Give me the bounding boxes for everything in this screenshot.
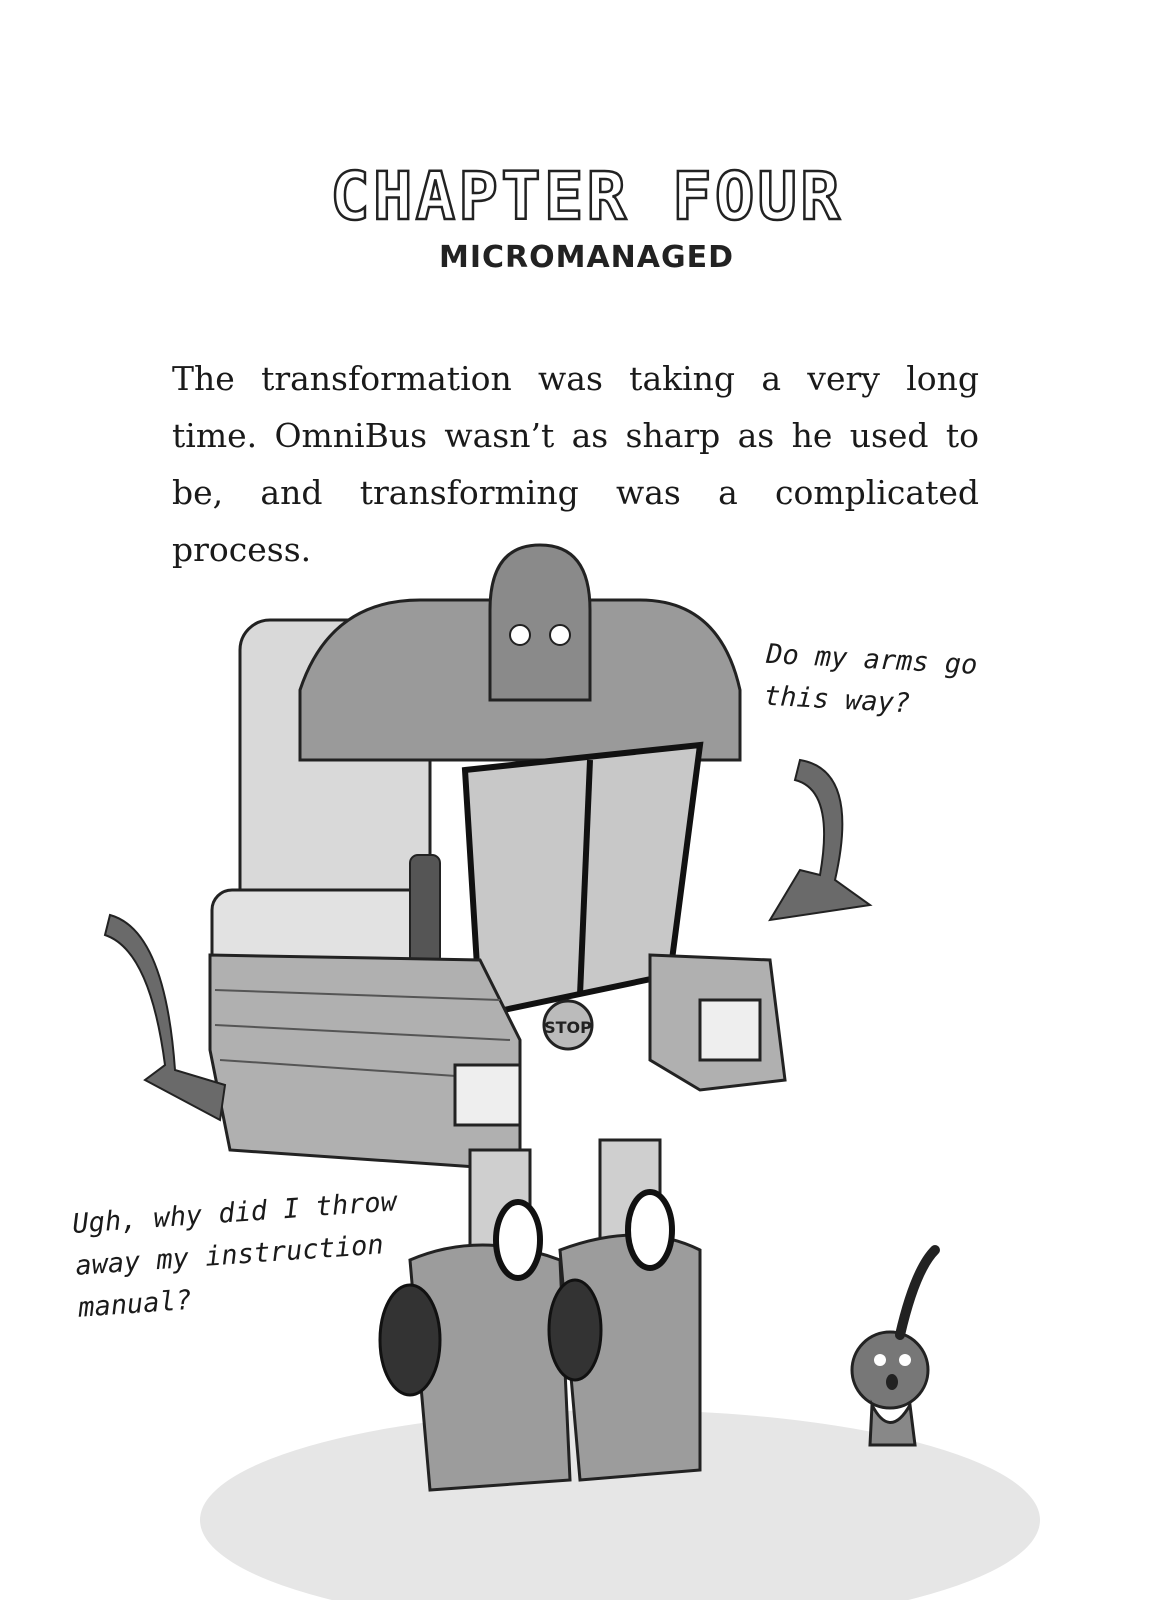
speech-bubble-manual: Ugh, why did I throw away my instruction… <box>71 1186 398 1324</box>
robot-illustration: STOP <box>103 543 1040 1600</box>
speech-bubble-arms: Do my arms go this way? <box>763 638 979 720</box>
small-creature <box>850 1245 940 1447</box>
arrow-left-icon <box>103 913 227 1122</box>
robot-head <box>488 543 592 702</box>
ground-shadow <box>200 1410 1040 1600</box>
robot-wheel-right <box>547 1278 603 1382</box>
chapter-subtitle: MICROMANAGED <box>438 240 735 275</box>
chapter-title: CHAPTER FOUR <box>329 157 843 237</box>
stop-sign <box>542 999 594 1051</box>
arrow-right-icon <box>768 758 873 922</box>
robot-wheel-left <box>378 1283 442 1397</box>
stop-sign-label: STOP <box>544 1018 592 1037</box>
body-paragraph: The transformation was taking a very lon… <box>172 359 979 569</box>
